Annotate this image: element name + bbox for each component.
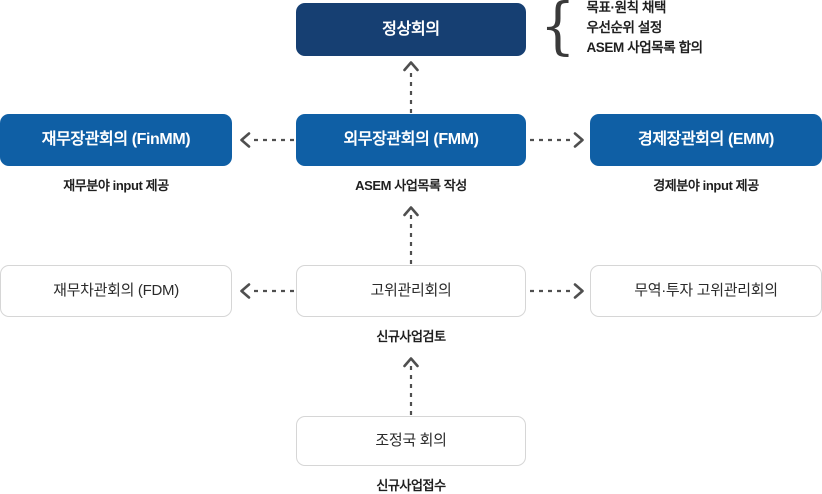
summit-note: { 목표·원칙 채택 우선순위 설정 ASEM 사업목록 합의: [538, 0, 703, 62]
arrow-som-to-fmm: [403, 202, 419, 264]
node-finmm[interactable]: 재무장관회의 (FinMM): [0, 114, 232, 166]
caption-emm: 경제분야 input 제공: [653, 178, 759, 193]
arrow-fmm-to-summit: [403, 57, 419, 113]
node-summit[interactable]: 정상회의: [296, 3, 526, 56]
summit-note-line-3: ASEM 사업목록 합의: [586, 40, 703, 56]
arrow-fmm-to-emm: [530, 132, 588, 148]
summit-note-line-1: 목표·원칙 채택: [586, 0, 667, 15]
caption-som: 신규사업검토: [376, 329, 446, 344]
arrow-som-to-fdm: [236, 283, 294, 299]
arrow-som-to-trade: [530, 283, 588, 299]
arrow-fmm-to-finmm: [236, 132, 294, 148]
caption-finmm: 재무분야 input 제공: [63, 178, 169, 193]
arrow-coordinator-to-som: [403, 353, 419, 415]
node-coordinator-meeting[interactable]: 조정국 회의: [296, 416, 526, 466]
node-som[interactable]: 고위관리회의: [296, 265, 526, 317]
summit-note-line-2: 우선순위 설정: [586, 19, 662, 35]
summit-note-lines: 목표·원칙 채택 우선순위 설정 ASEM 사업목록 합의: [586, 0, 703, 58]
node-trade-investment-som[interactable]: 무역·투자 고위관리회의: [590, 265, 822, 317]
caption-fmm: ASEM 사업목록 작성: [355, 178, 467, 193]
node-fdm[interactable]: 재무차관회의 (FDM): [0, 265, 232, 317]
curly-brace-icon: {: [539, 0, 576, 62]
node-fmm[interactable]: 외무장관회의 (FMM): [296, 114, 526, 166]
node-emm[interactable]: 경제장관회의 (EMM): [590, 114, 822, 166]
caption-coordinator-meeting: 신규사업접수: [376, 478, 446, 493]
